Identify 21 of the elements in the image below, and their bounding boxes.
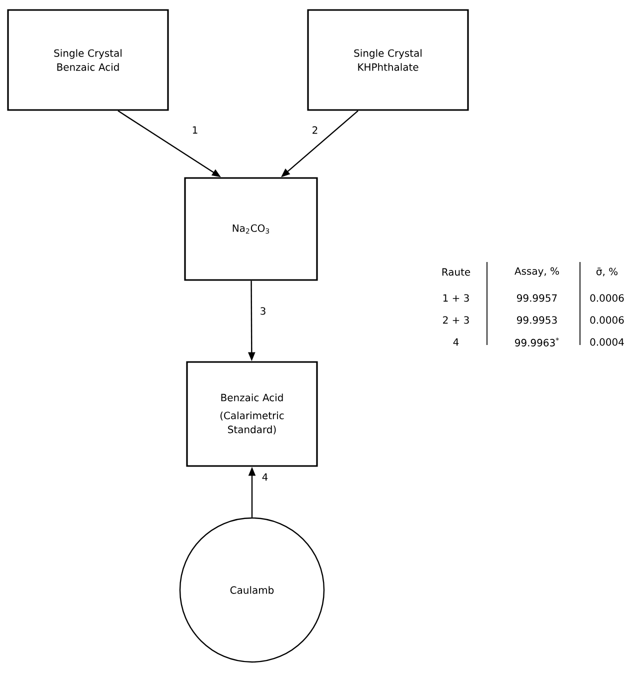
table-cell: 1 + 3 bbox=[443, 294, 469, 302]
table-header: Assay, % bbox=[514, 267, 559, 277]
edge-label: 1 bbox=[190, 125, 200, 135]
table-cell: 99.9963$^{*}$ bbox=[515, 338, 559, 346]
table-cell: 0.0004 bbox=[590, 338, 624, 346]
table-cell: 4 bbox=[453, 338, 459, 346]
table-cell: 99.9957 bbox=[517, 294, 557, 302]
table-cell: 99.9953 bbox=[517, 316, 557, 324]
circle-node: Caulamb bbox=[179, 517, 325, 663]
edge-label: 4 bbox=[260, 472, 270, 482]
table-cell: 2 + 3 bbox=[443, 316, 469, 324]
process-box: Single Crystal KHPhthalate bbox=[307, 9, 469, 111]
table-header: σ̄, % bbox=[596, 268, 618, 276]
edge-label: 3 bbox=[258, 306, 268, 316]
process-box: Na$_{2}$CO$_{3}$ bbox=[184, 177, 318, 281]
table-cell: 0.0006 bbox=[590, 294, 624, 302]
table-header: Raute bbox=[442, 268, 470, 276]
process-box: Single Crystal Benzaic Acid bbox=[7, 9, 169, 111]
table-cell: 0.0006 bbox=[590, 316, 624, 324]
edge-label: 2 bbox=[310, 125, 320, 135]
process-box: Benzaic Acid (Calarimetric Standard) bbox=[186, 361, 318, 467]
